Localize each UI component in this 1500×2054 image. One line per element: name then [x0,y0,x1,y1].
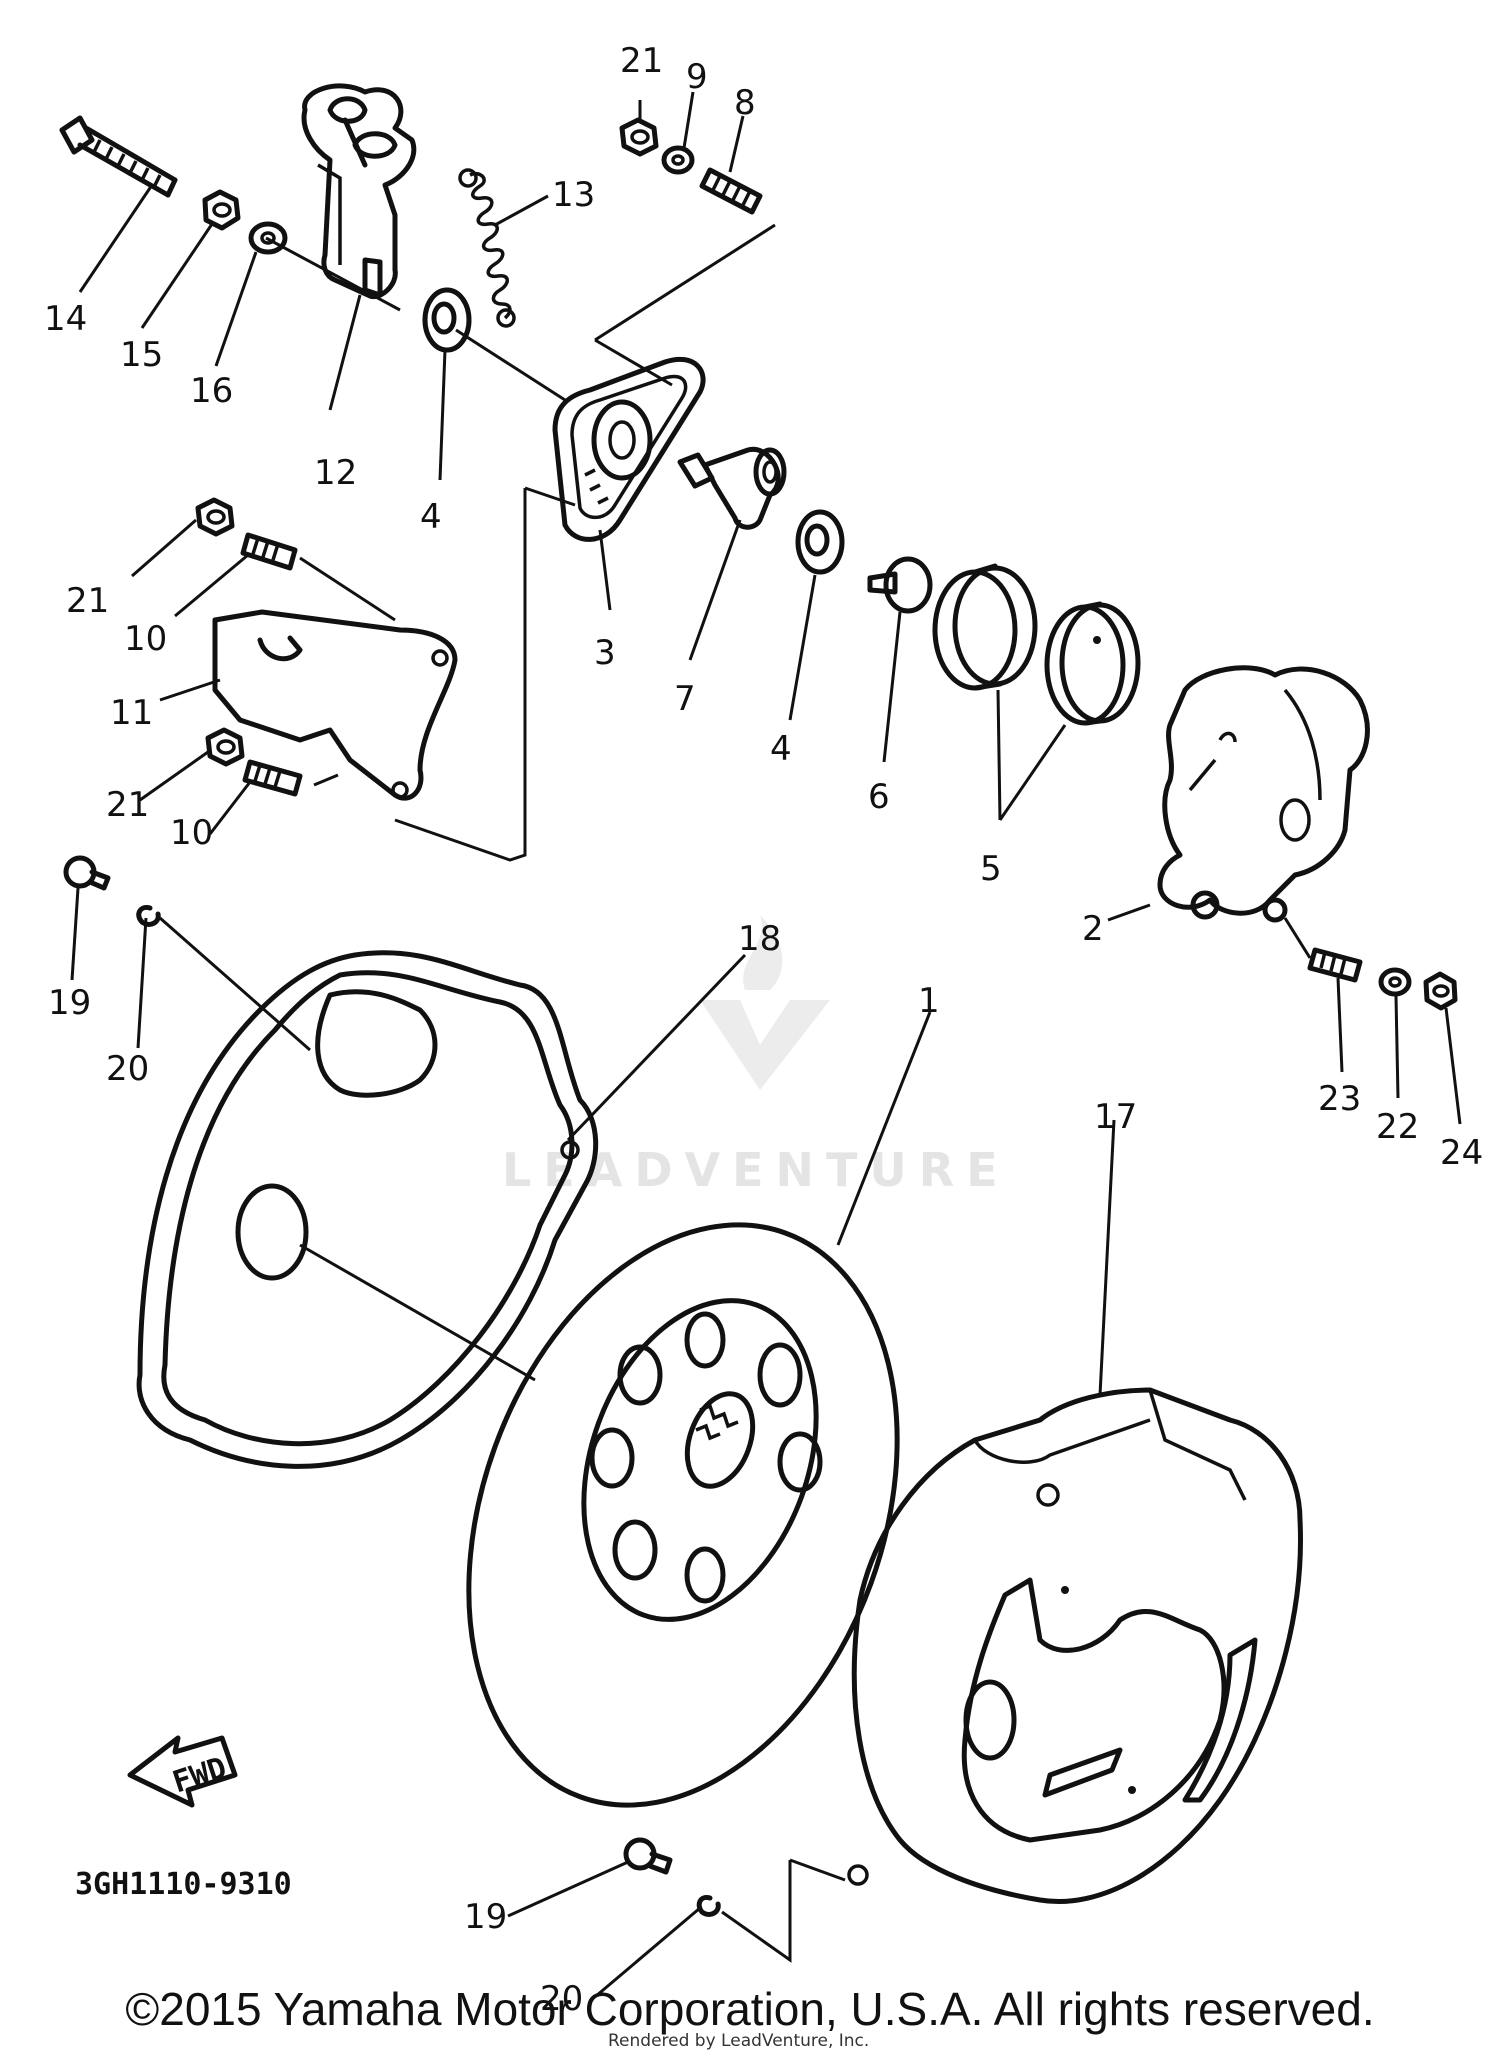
callout-6: 6 [868,777,890,817]
callout-24: 24 [1440,1133,1483,1173]
callout-17: 17 [1094,1097,1137,1137]
stud-10-upper [240,532,298,571]
stud-8 [699,167,763,215]
clip-20-upper [136,904,161,927]
rear-plate-17 [847,1387,1303,1904]
callouts: 21 9 8 13 14 15 16 12 4 3 7 4 6 5 21 10 … [44,41,1483,2019]
callout-21: 21 [106,785,149,825]
nut-21-lower-left [205,727,245,767]
nut-21-top [619,117,659,157]
pin-6 [867,556,933,614]
callout-1: 1 [918,981,940,1021]
callout-14: 14 [44,299,87,339]
clip-20-lower [696,1894,721,1917]
washer-16 [248,221,288,255]
bracket-11 [212,609,458,801]
callout-13: 13 [552,175,595,215]
callout-9: 9 [686,57,708,97]
callout-23: 23 [1318,1079,1361,1119]
oil-seal-4-right [795,509,845,575]
bolt-14 [59,115,178,198]
callout-3: 3 [594,633,616,673]
camshaft-7 [677,446,787,530]
callout-16: 16 [190,371,233,411]
stud-23 [1307,947,1363,983]
callout-7: 7 [674,679,696,719]
forward-direction-arrow: FWD [127,1735,238,1808]
callout-20: 20 [540,1979,583,2019]
copyright-notice: ©2015 Yamaha Motor Corporation, U.S.A. A… [125,1983,1375,2035]
callout-10: 10 [170,813,213,853]
diagram-part-code: 3GH1110-9310 [75,1867,292,1902]
callout-20: 20 [106,1049,149,1089]
stud-10-lower [242,759,303,797]
callout-8: 8 [734,83,756,123]
callout-21: 21 [620,41,663,81]
watermark-rendered-by: Rendered by LeadVenture, Inc. [608,2031,869,2051]
spring-13 [458,168,516,328]
washer-9 [661,145,695,175]
callout-12: 12 [314,453,357,493]
callout-22: 22 [1376,1107,1419,1147]
brake-disc-1 [466,1222,900,1808]
callout-19: 19 [464,1897,507,1937]
leadventure-watermark-logo [700,915,830,1090]
callout-19: 19 [48,983,91,1023]
oil-seal-4-left [422,287,472,353]
callout-4: 4 [770,729,792,769]
callout-11: 11 [110,693,153,733]
piston-5a [932,563,1038,691]
washer-22 [1378,967,1412,997]
piston-5b [1044,601,1141,726]
callout-5: 5 [980,849,1002,889]
callout-4: 4 [420,497,442,537]
dust-cover-18 [136,950,599,1469]
caliper-bracket-3 [552,356,706,542]
nut-24 [1423,971,1458,1011]
bolt-19-upper [63,855,111,891]
nut-15 [202,189,241,231]
brake-lever-12 [301,83,417,300]
leader-lines [70,91,1462,1998]
caliper-2 [1157,665,1370,923]
callout-2: 2 [1082,909,1104,949]
callout-10: 10 [124,619,167,659]
bolt-19-lower [623,1837,673,1875]
callout-21: 21 [66,581,109,621]
callout-15: 15 [120,335,163,375]
callout-18: 18 [738,919,781,959]
fwd-label: FWD [169,1751,231,1801]
nut-21-upper-left [195,497,235,537]
